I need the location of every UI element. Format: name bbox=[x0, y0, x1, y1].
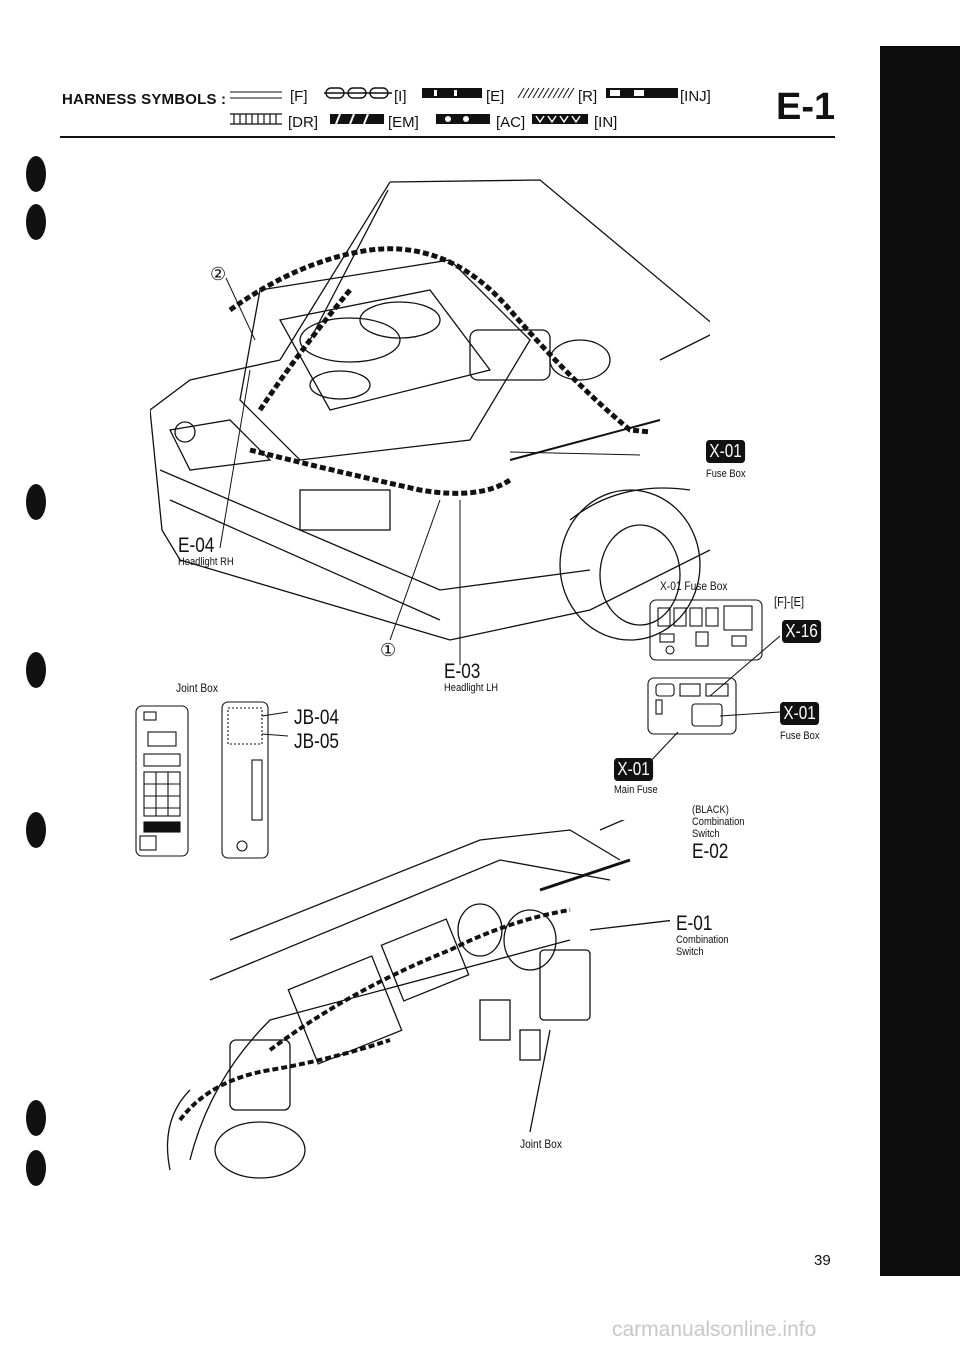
symbol-tag: [IN] bbox=[594, 114, 618, 131]
marker-1: ① bbox=[380, 640, 397, 661]
symbol-f-icon bbox=[230, 91, 282, 99]
symbol-i-icon bbox=[324, 87, 392, 99]
marker-2: ② bbox=[210, 264, 227, 285]
callout-x01-fuse-top-badge: X-01 bbox=[706, 440, 746, 463]
symbol-tag: [I] bbox=[394, 88, 407, 105]
page-number: 39 bbox=[814, 1252, 831, 1269]
binder-hole bbox=[26, 156, 46, 192]
page-code: E-1 bbox=[776, 86, 836, 128]
binder-hole bbox=[26, 812, 46, 848]
callout-e02-name-line2: Switch bbox=[692, 828, 720, 840]
fuse-box-illustration bbox=[647, 599, 781, 765]
callout-e01-name-line2: Switch bbox=[676, 946, 704, 958]
symbol-tag: [EM] bbox=[388, 114, 419, 131]
callout-x01-main-name: Main Fuse bbox=[614, 784, 658, 796]
dashboard-illustration bbox=[166, 820, 670, 1179]
fuse-box-title: X-01 Fuse Box bbox=[660, 579, 728, 593]
callout-x16-qualifier: [F]-[E] bbox=[774, 594, 805, 609]
callout-jb04: JB-04 bbox=[294, 706, 339, 729]
symbol-tag: [E] bbox=[486, 88, 505, 105]
watermark: carmanualsonline.info bbox=[612, 1318, 817, 1341]
callout-x16-badge: X-16 bbox=[782, 620, 822, 643]
joint-box-lower-label: Joint Box bbox=[520, 1137, 562, 1151]
callout-e04-name: Headlight RH bbox=[178, 556, 234, 568]
joint-box-title: Joint Box bbox=[176, 681, 218, 695]
callout-x01-fuse-right-name: Fuse Box bbox=[780, 730, 820, 742]
engine-bay-illustration bbox=[150, 179, 710, 665]
callout-e03-name: Headlight LH bbox=[444, 682, 499, 694]
callout-e04-code: E-04 bbox=[178, 534, 215, 557]
symbol-tag: [INJ] bbox=[680, 88, 711, 105]
binder-hole bbox=[26, 204, 46, 240]
binder-hole bbox=[26, 1150, 46, 1186]
callout-x01-fuse-top-name: Fuse Box bbox=[706, 468, 746, 480]
symbol-tag: [DR] bbox=[288, 114, 318, 131]
symbol-e-icon bbox=[422, 88, 482, 98]
symbol-tag: [R] bbox=[578, 88, 598, 105]
joint-box-illustration bbox=[135, 701, 289, 859]
callout-e01-code: E-01 bbox=[676, 912, 713, 935]
callout-e03-code: E-03 bbox=[444, 660, 481, 683]
symbol-tag: [AC] bbox=[496, 114, 526, 131]
callout-x01-fuse-right-badge: X-01 bbox=[780, 702, 820, 725]
harness-symbol-legend bbox=[230, 87, 678, 125]
binder-hole bbox=[26, 652, 46, 688]
callout-jb05: JB-05 bbox=[294, 730, 339, 753]
symbol-in-icon bbox=[532, 114, 588, 124]
callout-e01-name-line1: Combination bbox=[676, 934, 729, 946]
header-rule bbox=[60, 136, 835, 138]
binding-edge-bar bbox=[880, 46, 960, 1276]
harness-symbols-label: HARNESS SYMBOLS : bbox=[62, 91, 227, 108]
symbol-r-icon bbox=[517, 87, 575, 99]
binder-hole bbox=[26, 1100, 46, 1136]
callout-e02-code: E-02 bbox=[692, 840, 729, 863]
symbol-inj-icon bbox=[606, 88, 678, 98]
binder-hole bbox=[26, 484, 46, 520]
symbol-tag: [F] bbox=[290, 88, 308, 105]
callout-e02-name-line1: Combination bbox=[692, 816, 745, 828]
symbol-em-icon bbox=[330, 113, 384, 125]
callout-x01-main-badge: X-01 bbox=[614, 758, 654, 781]
callout-e02-color: (BLACK) bbox=[692, 804, 729, 816]
symbol-ac-icon bbox=[436, 114, 490, 124]
symbol-dr-icon bbox=[230, 113, 282, 125]
